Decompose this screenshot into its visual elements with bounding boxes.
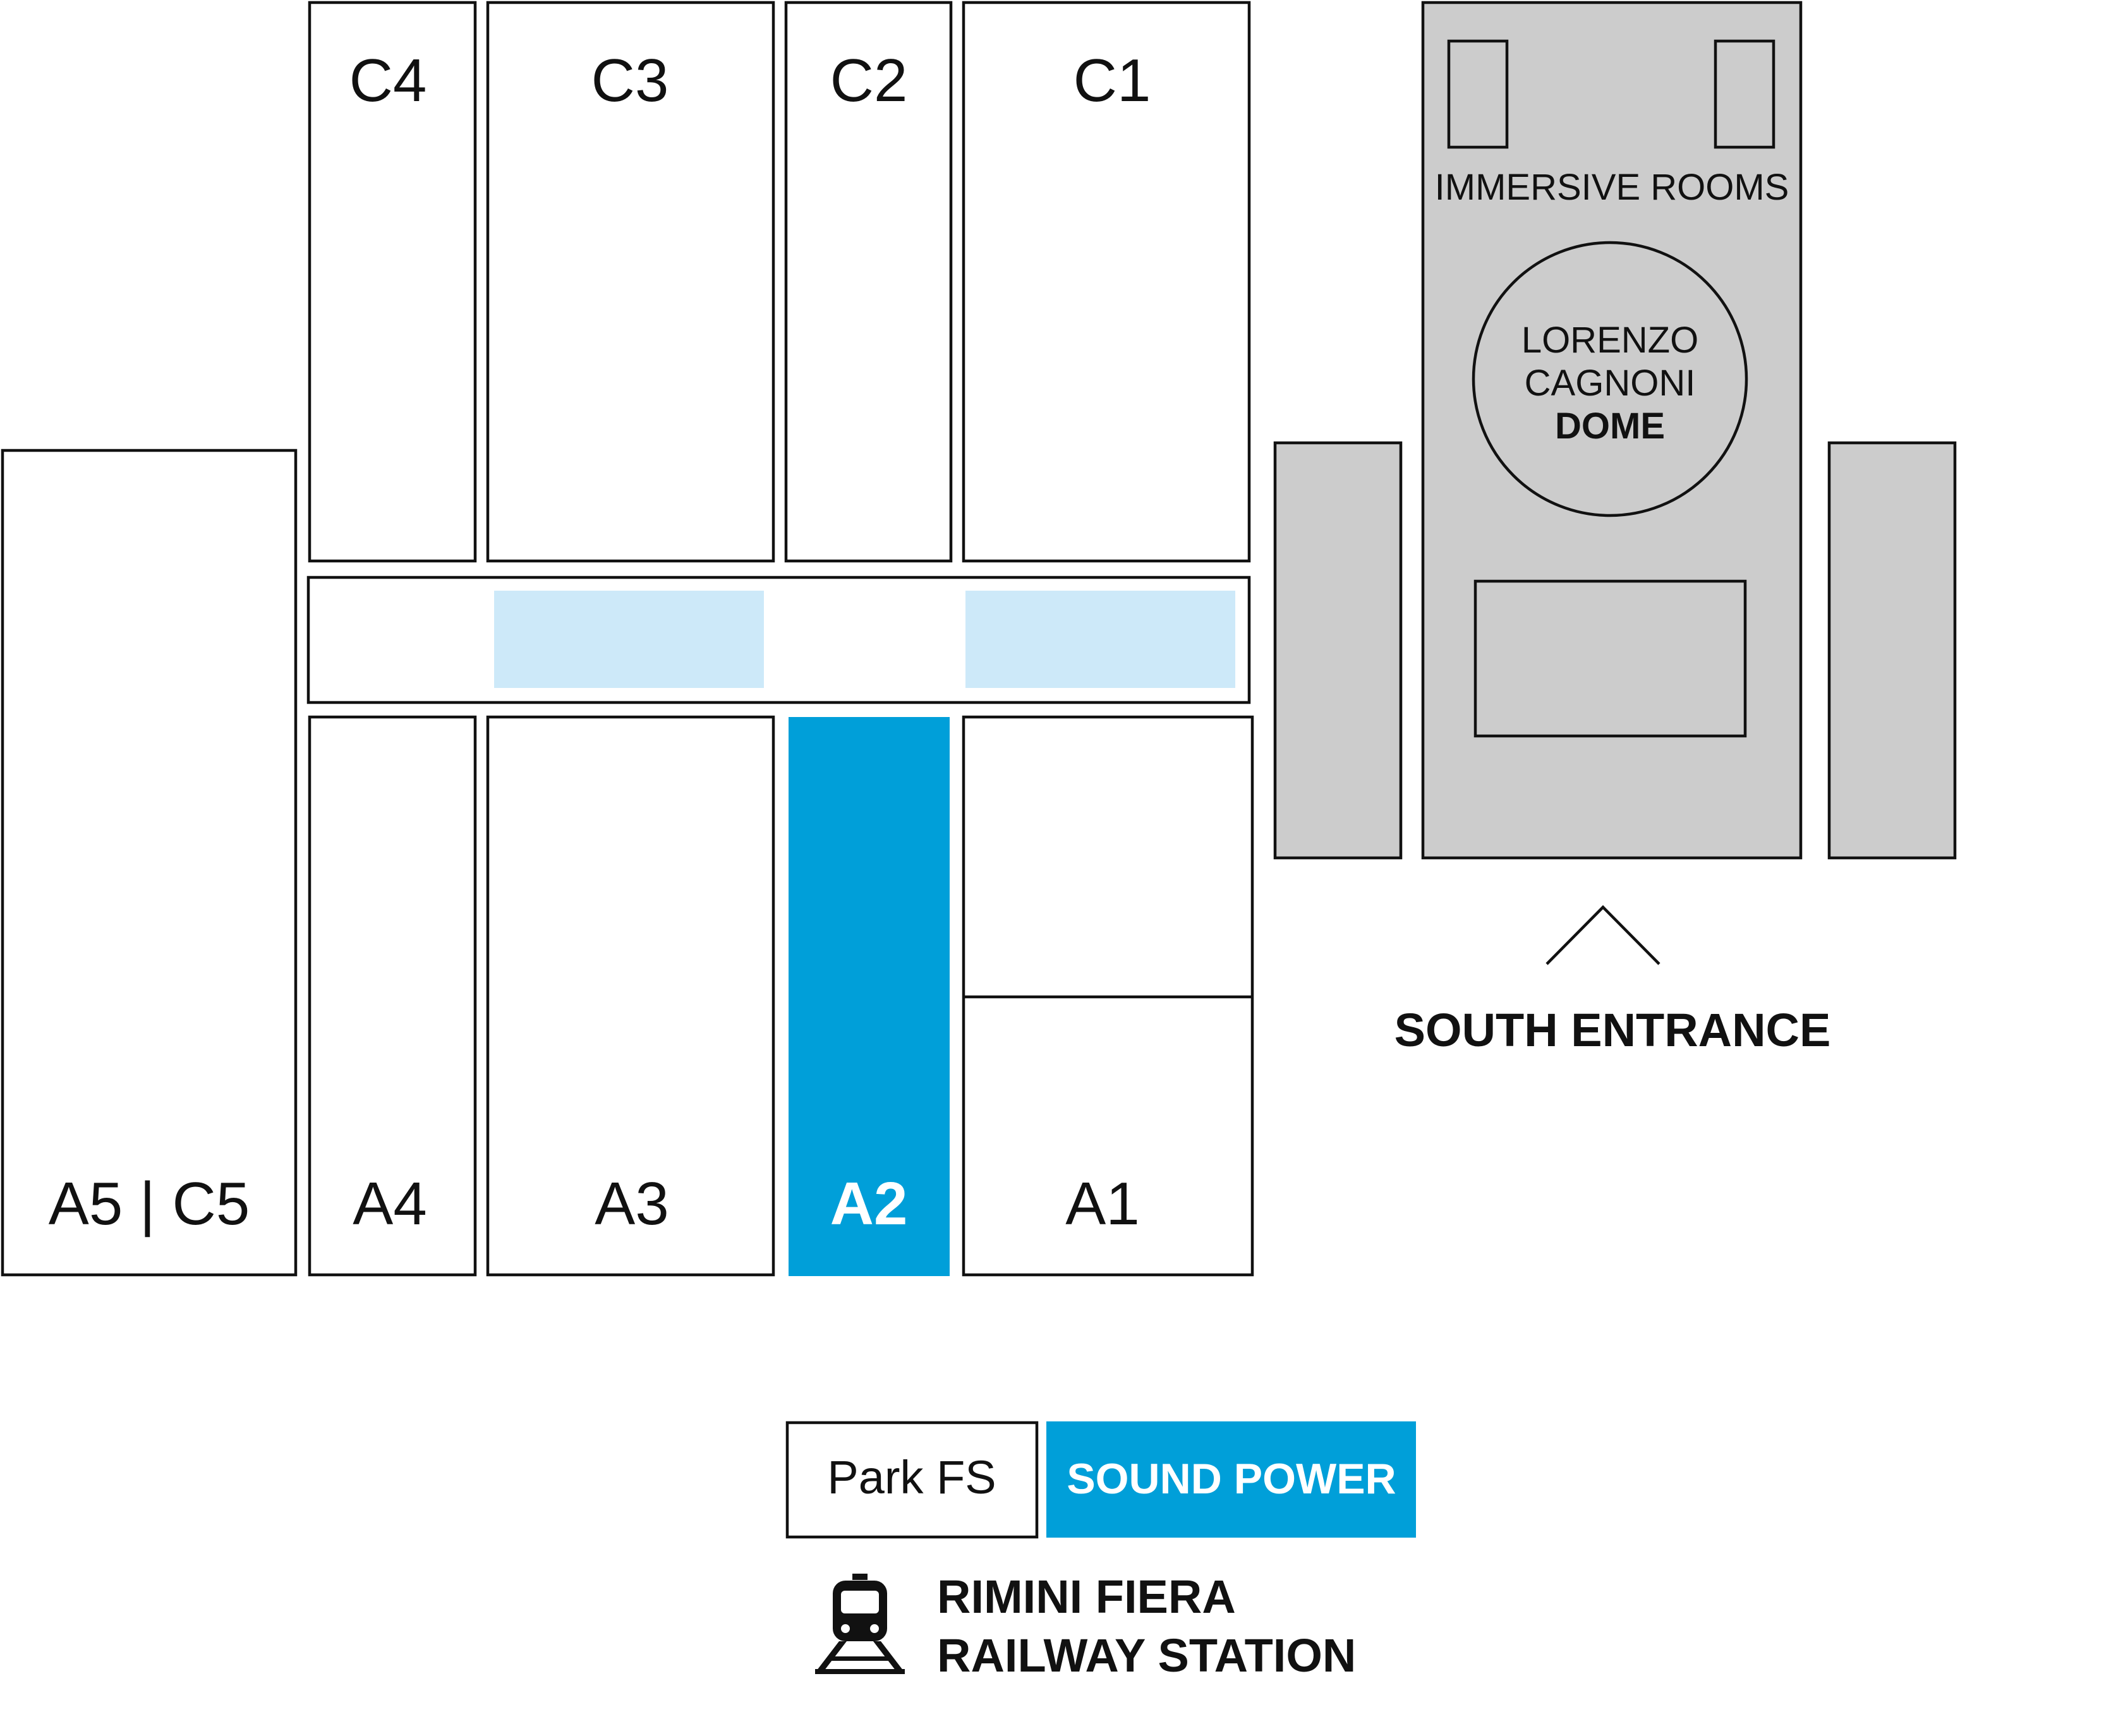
hall-a4-label: A4: [353, 1170, 426, 1238]
pavilion-west-wing: [1273, 441, 1403, 860]
pavilion: IMMERSIVE ROOMS LORENZO CAGNONI DOME: [1273, 1, 1957, 860]
chevron-up-icon: [1545, 905, 1660, 965]
immersive-room-left[interactable]: [1447, 39, 1509, 149]
hall-a1-label: A1: [1065, 1170, 1139, 1238]
hall-c3-label: C3: [591, 47, 669, 114]
hall-c3[interactable]: C3: [486, 1, 775, 563]
hall-c4-label: C4: [349, 47, 427, 114]
station-label-line1: RIMINI FIERA: [937, 1570, 1236, 1623]
hall-c4[interactable]: C4: [308, 1, 477, 563]
hall-c2-label: C2: [830, 47, 908, 114]
hall-a2[interactable]: A2: [789, 717, 950, 1276]
legend-sound-power-label: SOUND POWER: [1067, 1455, 1396, 1503]
immersive-rooms-label: IMMERSIVE ROOMS: [1435, 167, 1789, 208]
legend-sound-power[interactable]: SOUND POWER: [1046, 1421, 1416, 1538]
dome[interactable]: LORENZO CAGNONI DOME: [1472, 241, 1748, 517]
corridor-highlight-west: [494, 591, 764, 688]
dome-label-line3: DOME: [1555, 406, 1665, 447]
south-entrance-label: SOUTH ENTRANCE: [1394, 1004, 1831, 1056]
dome-label-line1: LORENZO: [1521, 320, 1698, 361]
dome-label-line2: CAGNONI: [1525, 363, 1696, 404]
hall-a2-label: A2: [830, 1170, 908, 1238]
hall-a5-c5-label: A5 | C5: [49, 1170, 250, 1238]
hall-c1[interactable]: C1: [962, 1, 1251, 563]
pavilion-inner-room[interactable]: [1473, 579, 1747, 738]
hall-a4[interactable]: A4: [308, 715, 477, 1277]
legend-park-fs-label: Park FS: [827, 1451, 996, 1504]
central-corridor: [306, 576, 1251, 704]
immersive-room-right[interactable]: [1714, 39, 1775, 149]
train-icon: [815, 1574, 905, 1674]
station-label-line2: RAILWAY STATION: [937, 1629, 1356, 1682]
hall-a3[interactable]: A3: [486, 715, 775, 1277]
pavilion-east-wing: [1827, 441, 1957, 860]
hall-c1-label: C1: [1074, 47, 1151, 114]
hall-c2[interactable]: C2: [784, 1, 953, 563]
legend-park-fs[interactable]: Park FS: [785, 1421, 1039, 1539]
corridor-highlight-east: [965, 591, 1235, 688]
hall-a1[interactable]: A1: [962, 715, 1254, 1277]
hall-a5-c5[interactable]: A5 | C5: [1, 449, 298, 1277]
hall-a3-label: A3: [595, 1170, 668, 1238]
